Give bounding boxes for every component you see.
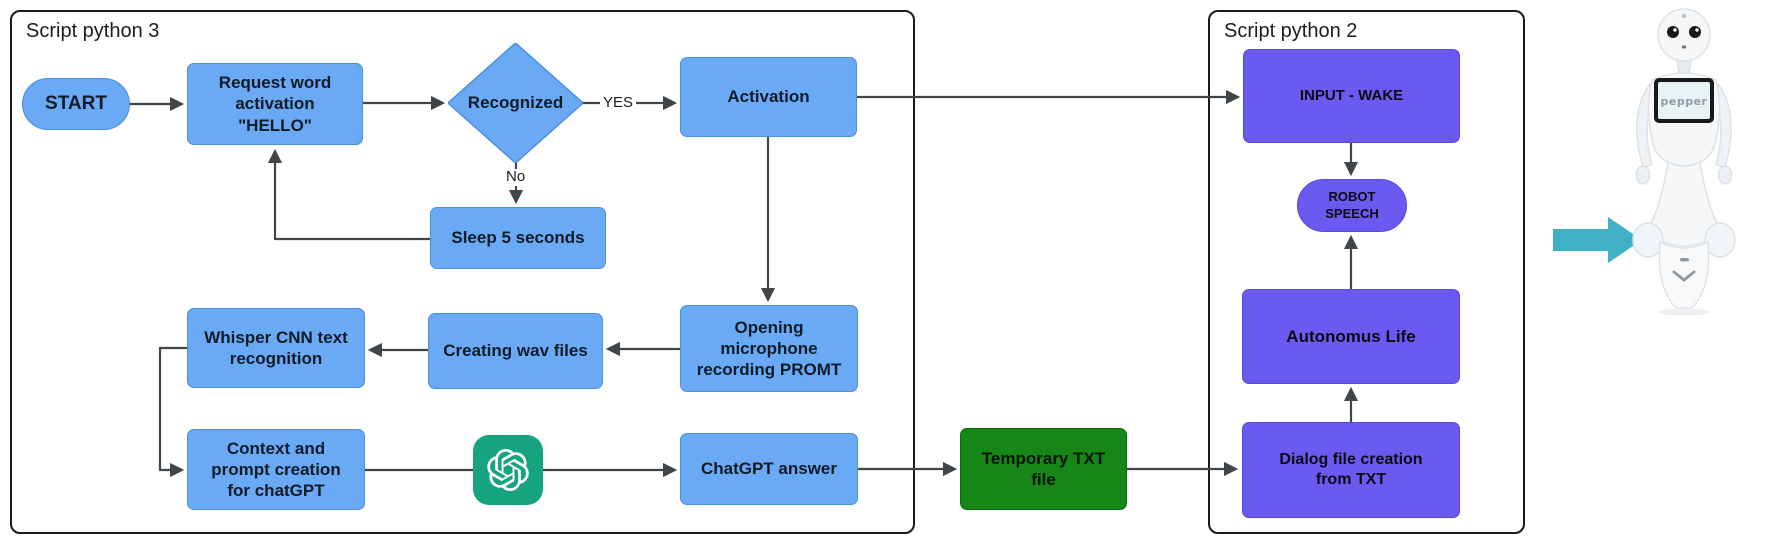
node-input-wake: INPUT - WAKE [1243, 49, 1460, 143]
node-temporary-txt-file: Temporary TXT file [960, 428, 1127, 510]
chatgpt-icon [473, 435, 543, 505]
container-script-python-2: Script python 2 [1208, 10, 1525, 534]
openai-logo-icon [487, 449, 529, 491]
node-recognized-decision: Recognized [446, 41, 585, 165]
container-script-python-3: Script python 3 [10, 10, 915, 534]
robot-mouth [1681, 45, 1687, 49]
robot-head-sensor [1681, 13, 1687, 19]
node-whisper-cnn: Whisper CNN text recognition [187, 308, 365, 388]
edge-sleep-to-request [267, 148, 430, 241]
node-start: START [22, 78, 130, 130]
robot-base-chevron [1672, 270, 1696, 282]
node-opening-microphone: Opening microphone recording PROMT [680, 305, 858, 392]
node-creating-wav-files: Creating wav files [428, 313, 603, 389]
node-activation: Activation [680, 57, 857, 137]
edge-label-yes: YES [600, 94, 637, 112]
edge-whisper-to-context [158, 346, 187, 478]
pepper-robot-image: pepper [1632, 8, 1736, 316]
node-dialog-file-creation: Dialog file creation from TXT [1242, 422, 1460, 518]
pointer-arrow-icon [1553, 217, 1642, 263]
robot-eye-right [1689, 26, 1701, 38]
node-chatgpt-answer: ChatGPT answer [680, 433, 858, 505]
node-context-prompt-creation: Context and prompt creation for chatGPT [187, 429, 365, 510]
robot-tablet: pepper [1654, 78, 1714, 123]
node-request-word-activation: Request word activation "HELLO" [187, 63, 363, 145]
node-sleep-5-seconds: Sleep 5 seconds [430, 207, 606, 269]
robot-eye-left [1667, 26, 1679, 38]
node-autonomus-life: Autonomus Life [1242, 289, 1460, 384]
container-script-python-3-label: Script python 3 [26, 20, 160, 42]
robot-tablet-text: pepper [1661, 95, 1708, 108]
edge-label-no: No [503, 168, 529, 186]
node-robot-speech: ROBOT SPEECH [1297, 179, 1407, 232]
container-script-python-2-label: Script python 2 [1224, 20, 1358, 42]
